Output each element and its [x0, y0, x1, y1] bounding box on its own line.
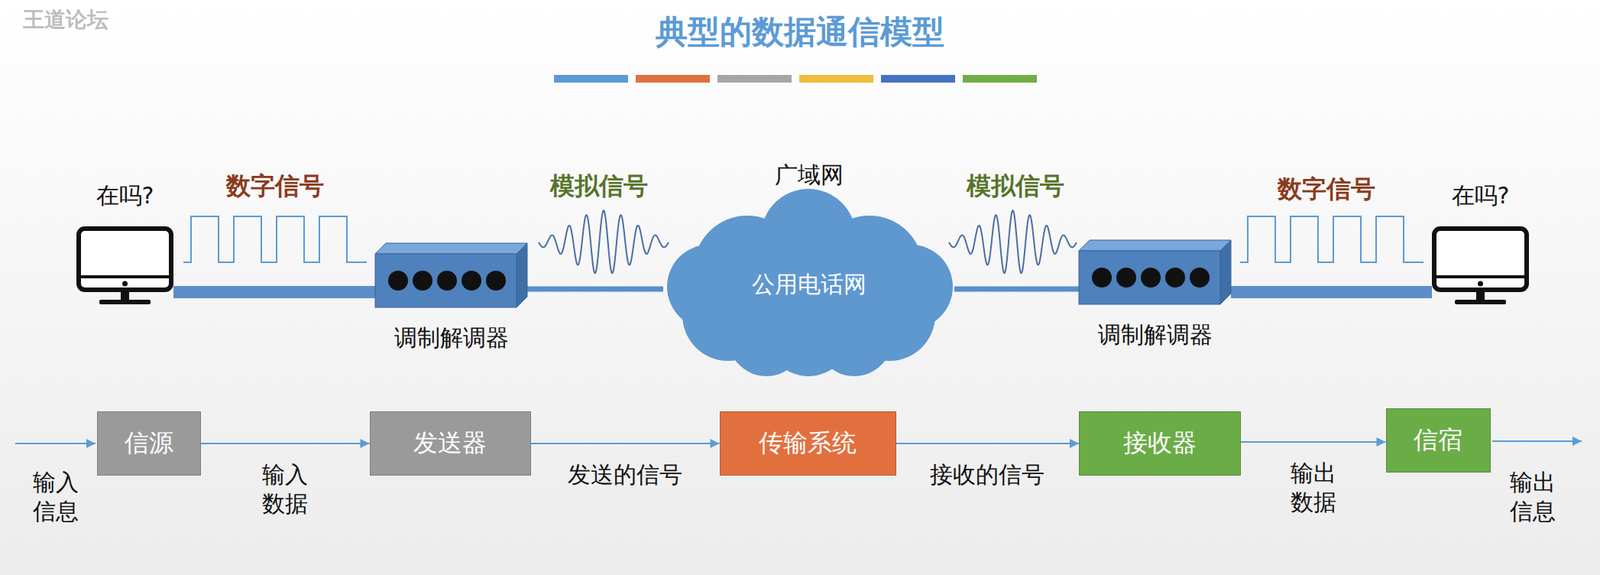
modem-box: 调制解调器 — [1078, 239, 1231, 305]
modem-light — [1116, 267, 1137, 288]
node-text: 在吗? — [96, 180, 155, 212]
digital-waveform — [1240, 216, 1424, 263]
computer-monitor: 在吗? — [1431, 226, 1529, 308]
cloud-lobe — [667, 244, 752, 329]
modem-light — [1189, 267, 1210, 288]
computer-monitor: 在吗? — [76, 226, 174, 308]
monitor-icon — [1431, 226, 1529, 308]
title-color-bars — [553, 74, 1037, 83]
modem-light — [388, 270, 409, 291]
modem-light — [1140, 267, 1161, 288]
node-text: 信源 — [124, 426, 174, 460]
signal-line — [954, 286, 1079, 292]
modem-front — [375, 253, 517, 308]
flow-arrow — [896, 442, 1080, 444]
signal-label: 模拟信号 — [966, 170, 1065, 201]
power-dot — [1477, 281, 1484, 287]
modem-top — [1078, 239, 1231, 251]
monitor-neck — [120, 290, 130, 301]
node-text: 调制解调器 — [394, 322, 509, 354]
color-bar — [635, 74, 710, 83]
modem-light — [1165, 267, 1186, 288]
modem-top — [375, 242, 528, 254]
modem-light — [1091, 267, 1112, 288]
signal-line — [173, 285, 376, 298]
process-box: 传输系统 — [719, 411, 897, 476]
flow-arrow — [1240, 440, 1387, 443]
network-cloud: 广域网公用电话网 — [663, 188, 955, 378]
flow-label: 输出信息 — [1509, 467, 1558, 525]
monitor-base — [99, 299, 151, 305]
color-bar — [717, 74, 792, 83]
signal-label: 接收的信号 — [929, 459, 1045, 490]
flow-arrow — [200, 442, 370, 444]
modem-front — [1078, 250, 1221, 305]
process-box: 信源 — [97, 411, 201, 476]
modem-light — [437, 270, 457, 291]
process-box: 信宿 — [1386, 408, 1491, 473]
color-bar — [553, 74, 629, 83]
color-bar — [962, 74, 1037, 83]
watermark: 王道论坛 — [22, 6, 109, 33]
signal-label: 输出数据 — [1289, 458, 1338, 516]
modem-side — [516, 242, 528, 308]
signal-label: 发送的信号 — [567, 459, 683, 490]
input-arrow — [15, 442, 96, 444]
node-text: 在吗? — [1451, 180, 1510, 212]
analog-waveform — [538, 210, 669, 273]
power-dot — [122, 281, 128, 287]
cloud-lobe — [766, 291, 851, 376]
signal-label: 输入数据 — [261, 459, 310, 518]
modem-icon — [375, 242, 528, 308]
node-text: 发送器 — [413, 426, 487, 460]
signal-label: 数字信号 — [1277, 173, 1376, 205]
process-box: 接收器 — [1078, 411, 1241, 476]
node-text: 接收器 — [1123, 426, 1197, 460]
modem-side — [1220, 239, 1231, 305]
monitor-icon — [76, 226, 174, 308]
signal-label: 模拟信号 — [550, 170, 648, 201]
monitor-chin — [78, 275, 172, 279]
monitor-screen — [1434, 228, 1527, 290]
modem-box: 调制解调器 — [375, 242, 528, 308]
node-text: 广域网 — [774, 159, 844, 192]
node-text: 信宿 — [1413, 423, 1463, 457]
output-arrow — [1492, 440, 1582, 442]
monitor-neck — [1476, 290, 1485, 301]
color-bar — [880, 74, 956, 83]
modem-light — [485, 270, 506, 291]
signal-line — [1230, 285, 1432, 298]
cloud-lobe — [761, 188, 856, 284]
title: 典型的数据通信模型 — [0, 10, 1600, 54]
digital-waveform — [183, 216, 367, 263]
color-bar — [799, 74, 874, 83]
node-text: 公用电话网 — [751, 268, 867, 301]
cloud-lobe — [868, 244, 953, 329]
modem-light — [412, 270, 433, 291]
modem-light — [461, 270, 482, 291]
flow-arrow — [531, 442, 720, 444]
signal-line — [527, 286, 664, 292]
node-text: 传输系统 — [758, 426, 857, 460]
modem-icon — [1078, 239, 1231, 305]
signal-label: 数字信号 — [226, 170, 324, 201]
analog-waveform — [948, 210, 1077, 273]
flow-label: 输入信息 — [32, 467, 81, 525]
process-box: 发送器 — [369, 411, 532, 476]
monitor-base — [1454, 299, 1507, 305]
monitor-screen — [78, 228, 172, 290]
monitor-chin — [1434, 275, 1527, 279]
node-text: 调制解调器 — [1097, 319, 1213, 351]
